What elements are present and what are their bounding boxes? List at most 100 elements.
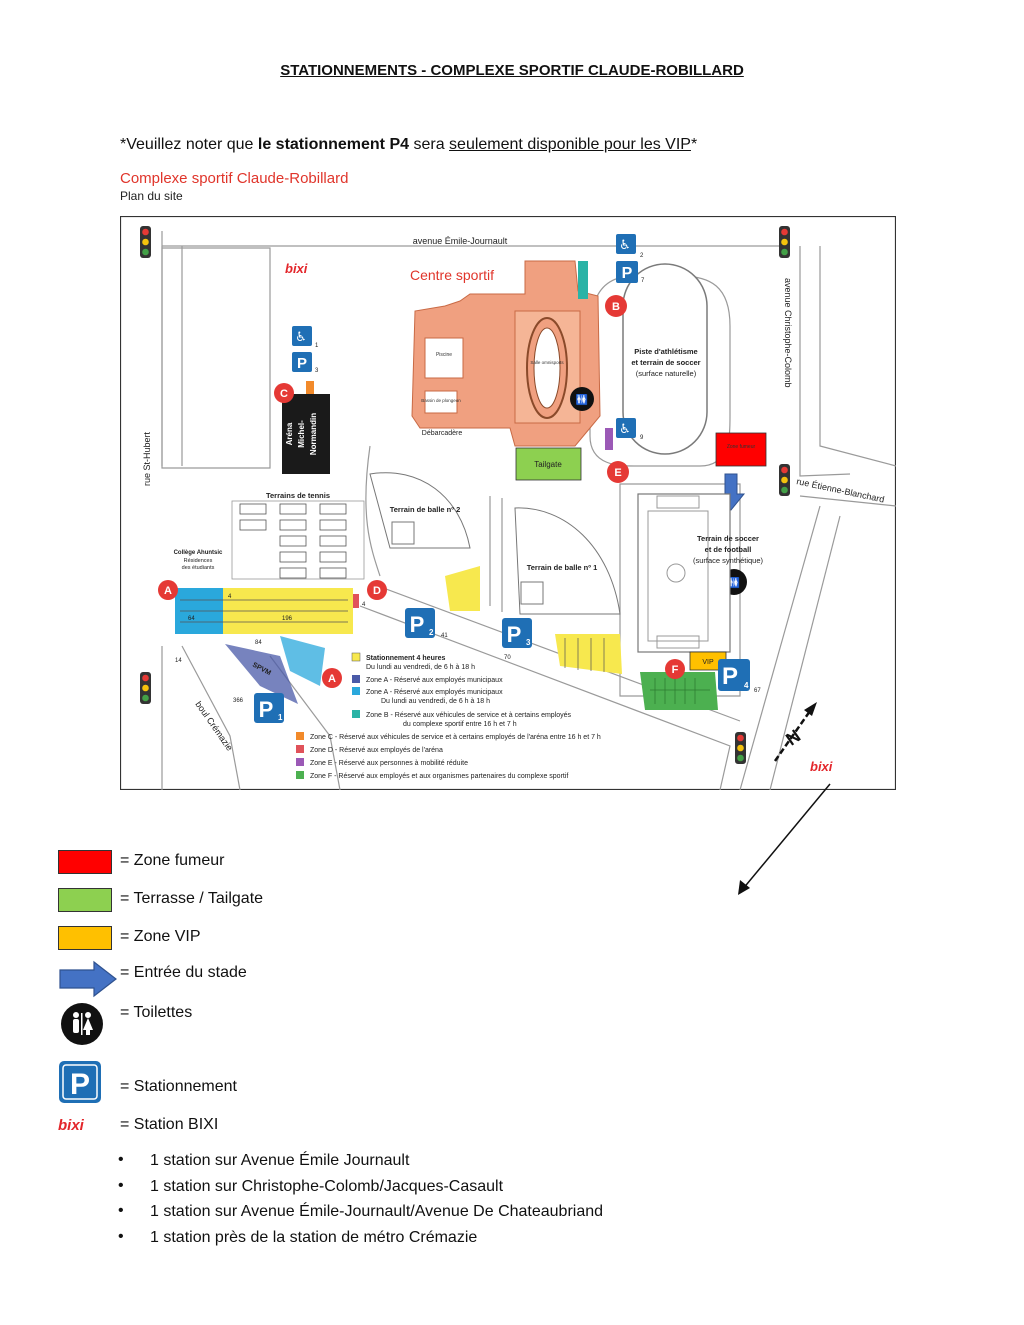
svg-text:Stationnement 4 heures: Stationnement 4 heures <box>366 655 445 662</box>
tailgate-zone <box>515 447 582 481</box>
zone-marker-c: C <box>274 383 294 403</box>
fumeur-swatch <box>58 850 112 874</box>
tailgate-label: Tailgate <box>534 460 562 469</box>
svg-text:2: 2 <box>640 253 644 259</box>
centre-sportif-label: Centre sportif <box>410 267 494 283</box>
accessible-parking-icon: ♿ <box>616 234 636 254</box>
entrance-arrow-icon <box>59 960 117 998</box>
bassin-label: Bassin de plongeon <box>421 398 461 403</box>
svg-text:Terrain de balle nº 1: Terrain de balle nº 1 <box>527 563 598 572</box>
arena-michel-normandin: Aréna Michel- Normandin <box>282 381 330 474</box>
svg-text:B: B <box>612 301 620 313</box>
svg-text:3: 3 <box>526 638 531 647</box>
list-item: 1 station sur Avenue Émile Journault <box>118 1151 603 1178</box>
smoking-zone-label: Zone fumeur <box>727 444 756 450</box>
parking-icon: P 1 <box>254 693 284 723</box>
svg-text:♿: ♿ <box>295 329 307 344</box>
toilet-icon: 🚻 <box>576 393 588 406</box>
toilet-icon <box>570 387 594 411</box>
traffic-light-icon <box>140 226 151 258</box>
site-map: avenue Émile-Journault avenue Christophe… <box>120 216 896 790</box>
zone-e-stripes <box>605 428 613 450</box>
svg-text:Zone C - Réservé aux véhicules: Zone C - Réservé aux véhicules de servic… <box>310 734 601 741</box>
svg-text:D: D <box>373 585 381 597</box>
svg-text:4: 4 <box>362 602 366 608</box>
zone-marker-a: A <box>158 580 178 600</box>
bixi-logo: bixi <box>285 261 308 276</box>
salle-label: Salle omnisports <box>530 360 564 365</box>
svg-text:Normandin: Normandin <box>309 413 318 455</box>
svg-text:Aréna: Aréna <box>285 422 294 445</box>
svg-text:(surface naturelle): (surface naturelle) <box>636 369 697 378</box>
svg-text:♿: ♿ <box>619 421 631 436</box>
zone-marker-d: D <box>367 580 387 600</box>
svg-text:1: 1 <box>315 343 319 349</box>
zone-marker-e: E <box>607 461 629 483</box>
list-item: 1 station sur Christophe-Colomb/Jacques-… <box>118 1177 603 1204</box>
spvm-parking: SPVM 84 <box>225 636 325 704</box>
svg-text:Zone D - Réservé aux employés: Zone D - Réservé aux employés de l'aréna <box>310 747 443 754</box>
site-name: Complexe sportif Claude-Robillard <box>120 170 349 187</box>
traffic-light-icon <box>735 732 746 764</box>
svg-text:4: 4 <box>228 594 232 600</box>
bixi-pointer-arrow <box>738 783 831 895</box>
svg-text:Zone B - Réservé aux véhicules: Zone B - Réservé aux véhicules de servic… <box>366 712 572 719</box>
p2-count: 41 <box>441 633 448 639</box>
accessible-parking-icon: ♿ <box>616 418 636 438</box>
svg-text:(surface synthétique): (surface synthétique) <box>693 556 764 565</box>
street-christophe-colomb: avenue Christophe-Colomb <box>783 278 793 388</box>
svg-text:Du lundi au vendredi, de 6 h à: Du lundi au vendredi, de 6 h à 18 h <box>366 664 475 671</box>
soccer-field: Terrain de soccer et de football (surfac… <box>637 493 764 653</box>
zone-marker-b: B <box>605 295 627 317</box>
college-label: Collège Ahuntsic <box>174 550 223 556</box>
svg-text:Michel-: Michel- <box>297 420 306 448</box>
zone-f-parking <box>640 672 718 710</box>
smoking-zone <box>715 432 767 467</box>
p4-count: 67 <box>754 688 761 694</box>
map-legend: Stationnement 4 heures Du lundi au vendr… <box>296 652 601 780</box>
svg-text:Terrain de soccer: Terrain de soccer <box>697 534 759 543</box>
parking-icon: P 2 <box>405 608 435 638</box>
svg-text:Zone A - Réservé aux employés: Zone A - Réservé aux employés municipaux <box>366 689 503 696</box>
svg-text:E: E <box>614 467 621 479</box>
vip-notice: *Veuillez noter que le stationnement P4 … <box>120 136 698 153</box>
bixi-logo: bixi <box>58 1117 84 1134</box>
svg-text:9: 9 <box>640 435 644 441</box>
p3-count: 70 <box>504 655 511 661</box>
svg-text:14: 14 <box>175 658 182 664</box>
parking-icon: P <box>292 352 312 372</box>
svg-text:Zone F - Réservé aux employés: Zone F - Réservé aux employés et aux org… <box>310 773 568 780</box>
debarcadere-label: Débarcadère <box>422 430 463 437</box>
parking-4h-p2 <box>445 566 480 611</box>
svg-text:1: 1 <box>278 713 283 722</box>
street-st-hubert: rue St-Hubert <box>142 431 152 486</box>
svg-text:4: 4 <box>744 681 749 690</box>
street-emile-journault: avenue Émile-Journault <box>413 236 508 246</box>
tennis-label: Terrains de tennis <box>266 491 330 500</box>
svg-text:Piste d'athlétisme: Piste d'athlétisme <box>634 347 697 356</box>
svg-text:196: 196 <box>282 616 293 622</box>
tennis-courts <box>231 500 365 580</box>
vip-label: VIP <box>702 659 714 666</box>
svg-text:A: A <box>328 673 336 685</box>
centre-sportif-building: Piscine Bassin de plongeon Salle omnispo… <box>411 260 601 447</box>
zone-marker-f: F <box>665 659 685 679</box>
svg-text:84: 84 <box>255 640 262 646</box>
svg-text:3: 3 <box>315 368 319 374</box>
bixi-stations-list: 1 station sur Avenue Émile Journault 1 s… <box>118 1151 603 1254</box>
svg-text:Zone A - Réservé aux employés: Zone A - Réservé aux employés municipaux <box>366 677 503 684</box>
parking-icon <box>718 659 750 691</box>
baseball-field-2: Terrain de balle nº 2 <box>369 472 471 549</box>
zone-d-stripes <box>353 594 359 608</box>
terrasse-swatch <box>58 888 112 912</box>
toilet-icon: 🚻 <box>728 576 740 589</box>
svg-text:64: 64 <box>188 616 195 622</box>
svg-text:et terrain de soccer: et terrain de soccer <box>631 358 700 367</box>
list-item: 1 station sur Avenue Émile-Journault/Ave… <box>118 1202 603 1229</box>
svg-text:A: A <box>164 585 172 597</box>
accessible-parking-icon: ♿ <box>292 326 312 346</box>
traffic-light-icon <box>779 464 790 496</box>
traffic-light-icon <box>140 672 151 704</box>
parking-icon: P <box>616 261 638 283</box>
parking-icon: P 3 <box>502 618 532 648</box>
